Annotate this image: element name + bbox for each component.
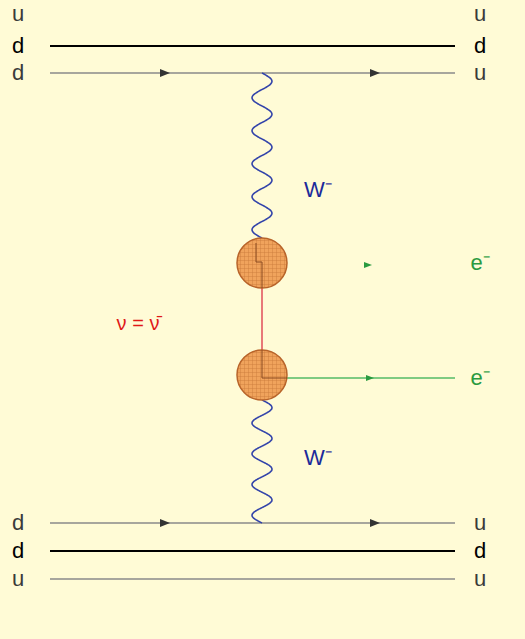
label-holder: d (12, 539, 24, 563)
label-holder: u (474, 567, 486, 591)
label-holder: d (474, 34, 486, 58)
quark-label: u (474, 510, 486, 535)
quark-label: u (474, 1, 486, 26)
quark-line (50, 45, 455, 47)
quark-line (50, 578, 455, 580)
arrow-head (160, 519, 170, 527)
quark-label: d (12, 538, 24, 563)
boson-label: W⁻ (304, 445, 332, 470)
label-holder: d (474, 539, 486, 563)
quark-line (50, 550, 455, 552)
neutrino-line (261, 288, 263, 350)
quark-label: u (12, 1, 24, 26)
vertex-blob (237, 350, 287, 400)
arrow-head (370, 519, 380, 527)
quark-label: d (474, 33, 486, 58)
quark-line (50, 72, 455, 74)
quark-label: u (12, 566, 24, 591)
label-holder: d (12, 34, 24, 58)
w-boson-wave (252, 73, 272, 238)
quark-label: d (12, 33, 24, 58)
label-holder: d (12, 61, 24, 85)
vertex-inner-line (262, 350, 287, 378)
label-holder: u (474, 61, 486, 85)
quark-label: u (474, 566, 486, 591)
label-holder: e⁻ (470, 251, 489, 275)
electron-label: e⁻ (470, 365, 489, 390)
label-holder: W⁻ (304, 178, 332, 202)
quark-label: u (474, 60, 486, 85)
quark-line (50, 522, 455, 524)
label-holder: ν = ν̄ (117, 312, 160, 334)
vertex-inner-line (256, 243, 262, 288)
arrow-head (366, 375, 374, 381)
quark-label: d (474, 538, 486, 563)
arrow-head (370, 69, 380, 77)
label-holder: d (12, 511, 24, 535)
arrow-head (364, 262, 372, 268)
vertex-blob (237, 238, 287, 288)
label-holder: u (12, 2, 24, 26)
label-holder: W⁻ (304, 446, 332, 470)
quark-label: d (12, 510, 24, 535)
label-holder: u (474, 2, 486, 26)
boson-label: W⁻ (304, 177, 332, 202)
arrow-head (160, 69, 170, 77)
neutrino-label: ν = ν̄ (117, 312, 160, 334)
quark-label: d (12, 60, 24, 85)
label-holder: e⁻ (470, 366, 489, 390)
electron-label: e⁻ (470, 250, 489, 275)
label-holder: u (12, 567, 24, 591)
label-holder: u (474, 511, 486, 535)
w-boson-wave (252, 400, 272, 523)
